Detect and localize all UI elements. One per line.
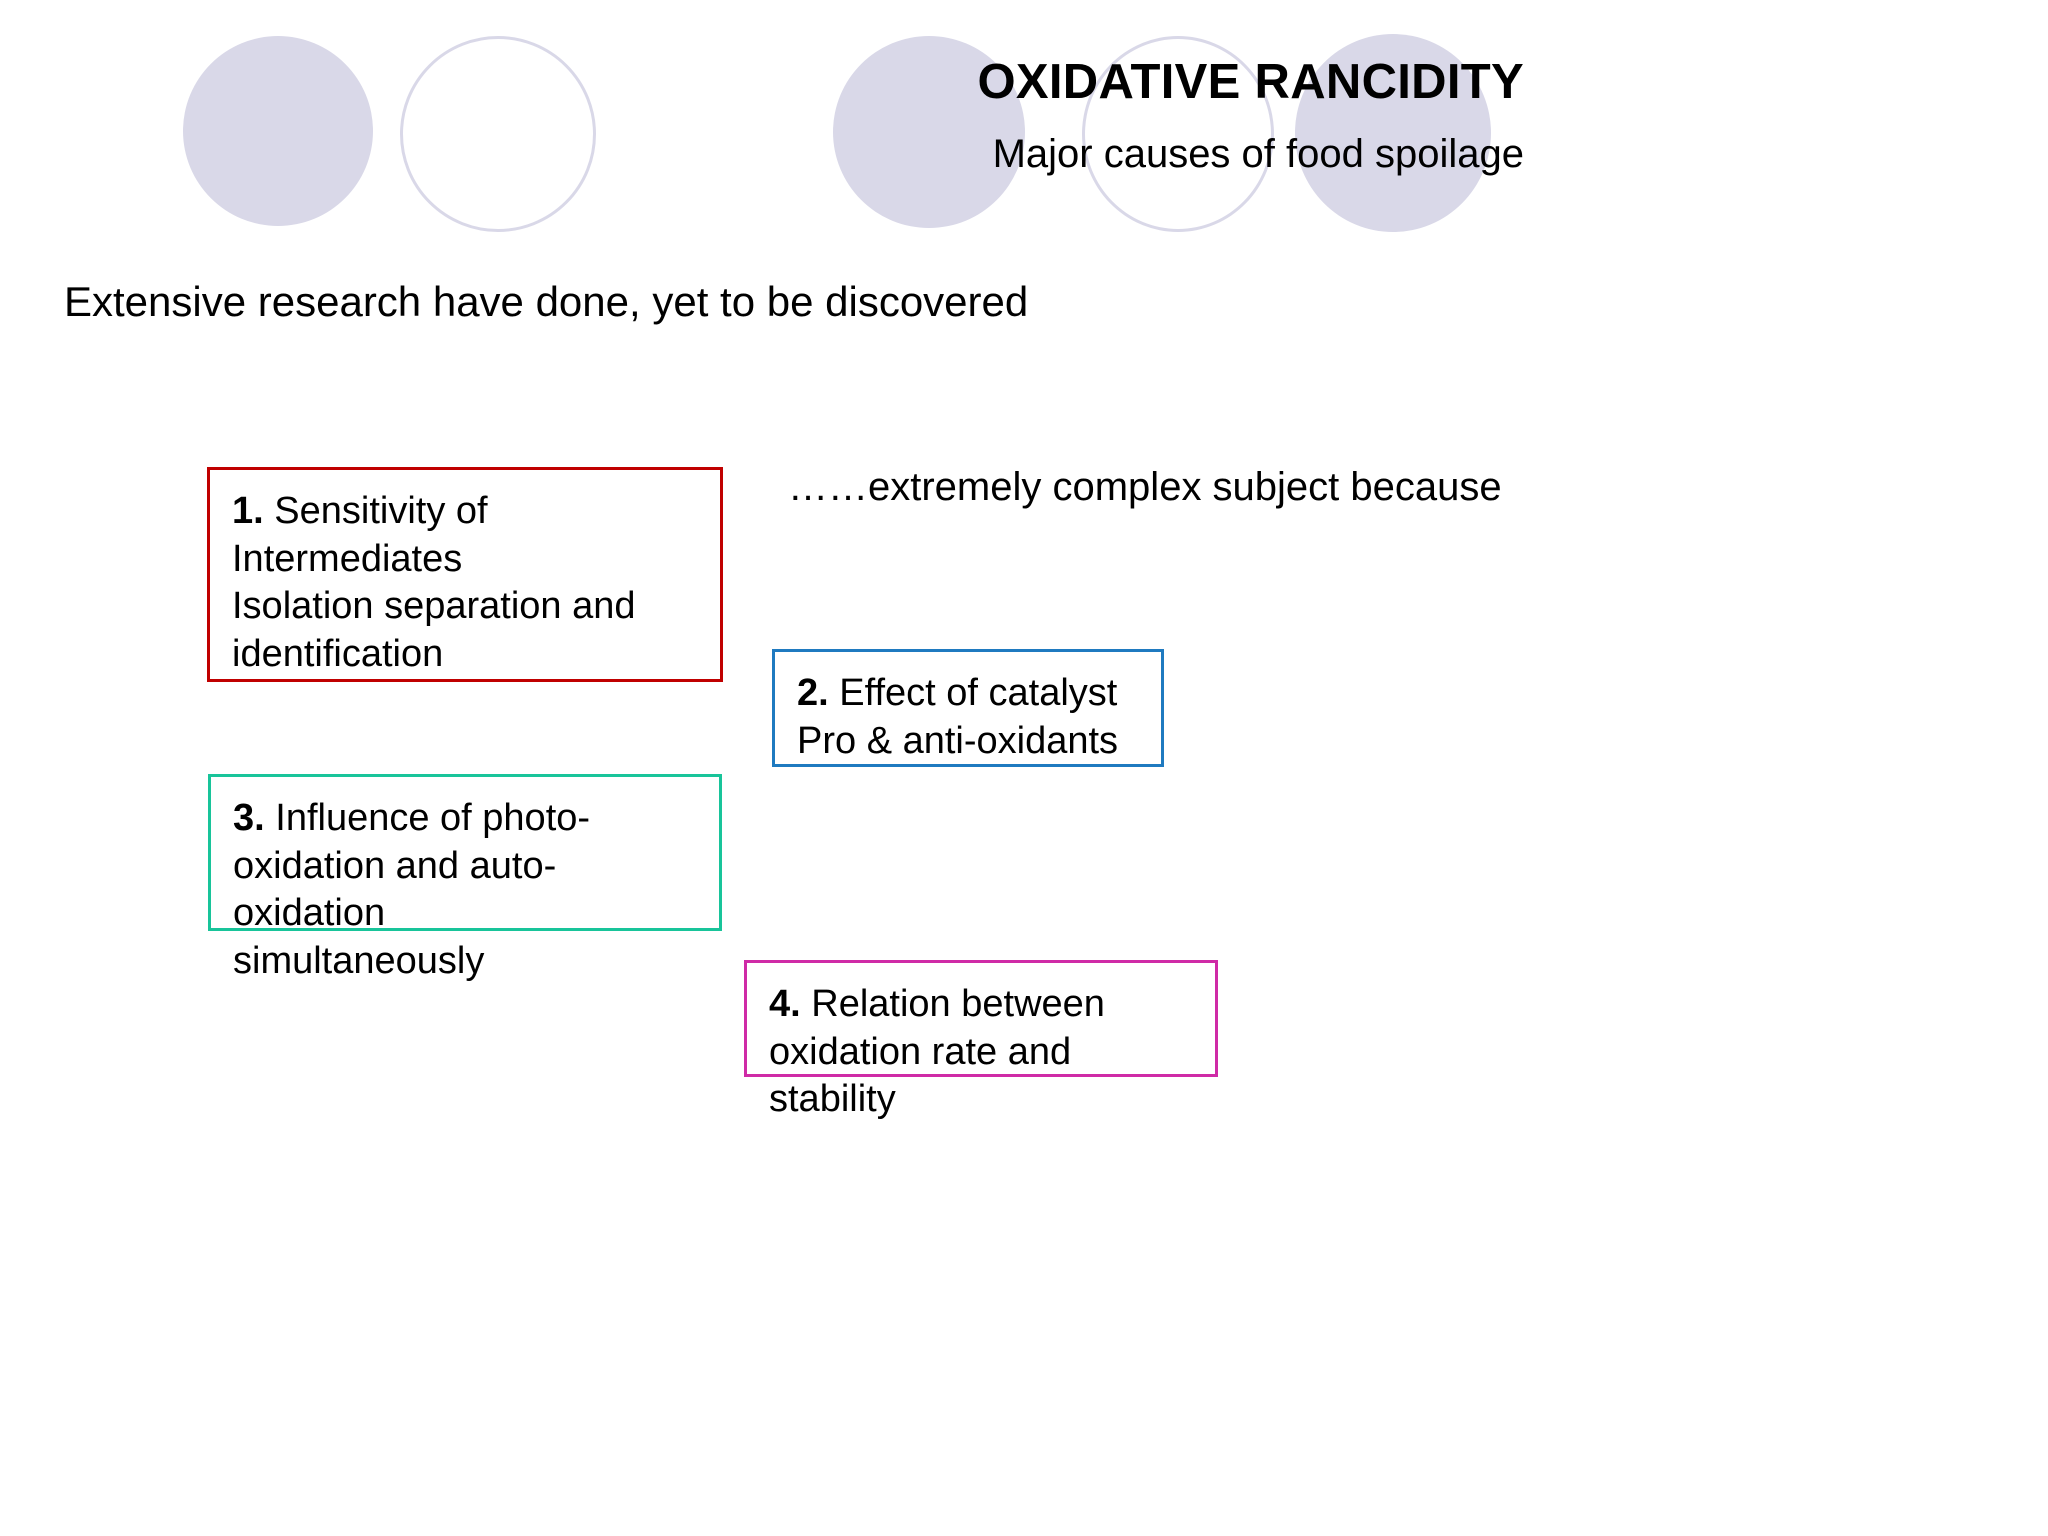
point-body-1: Sensitivity of Intermediates Isolation s… [232,490,636,675]
point-box-1: 1. Sensitivity of Intermediates Isolatio… [207,467,723,682]
page-subtitle: Major causes of food spoilage [992,132,1524,176]
point-body-2: Effect of catalyst Pro & anti-oxidants [797,672,1119,762]
page-title: OXIDATIVE RANCIDITY [977,55,1524,109]
decorative-circle-filled-1 [183,36,373,226]
point-text-2: 2. Effect of catalyst Pro & anti-oxidant… [797,670,1141,765]
point-box-2: 2. Effect of catalyst Pro & anti-oxidant… [772,649,1164,767]
decorative-circle-filled-3 [1295,34,1491,232]
decorative-circle-outline-1 [400,36,596,232]
title-block: OXIDATIVE RANCIDITY [524,56,1524,109]
point-body-4: Relation between oxidation rate and stab… [769,983,1105,1120]
point-box-3: 3. Influence of photo- oxidation and aut… [208,774,722,982]
point-number-2: 2. [797,672,829,714]
point-text-1: 1. Sensitivity of Intermediates Isolatio… [232,488,700,678]
point-number-4: 4. [769,983,801,1025]
point-number-3: 3. [233,797,265,839]
decorative-circle-outline-2 [1082,36,1274,232]
decorative-circle-filled-2 [833,36,1025,228]
point-body-3: Influence of photo- oxidation and auto-o… [233,797,591,982]
point-text-4: 4. Relation between oxidation rate and s… [769,981,1195,1124]
point-number-1: 1. [232,490,264,532]
intro-statement: Extensive research have done, yet to be … [64,278,1029,325]
lead-in-statement: ……extremely complex subject because [788,465,1502,509]
point-text-3: 3. Influence of photo- oxidation and aut… [233,795,699,985]
point-box-4: 4. Relation between oxidation rate and s… [744,960,1218,1120]
